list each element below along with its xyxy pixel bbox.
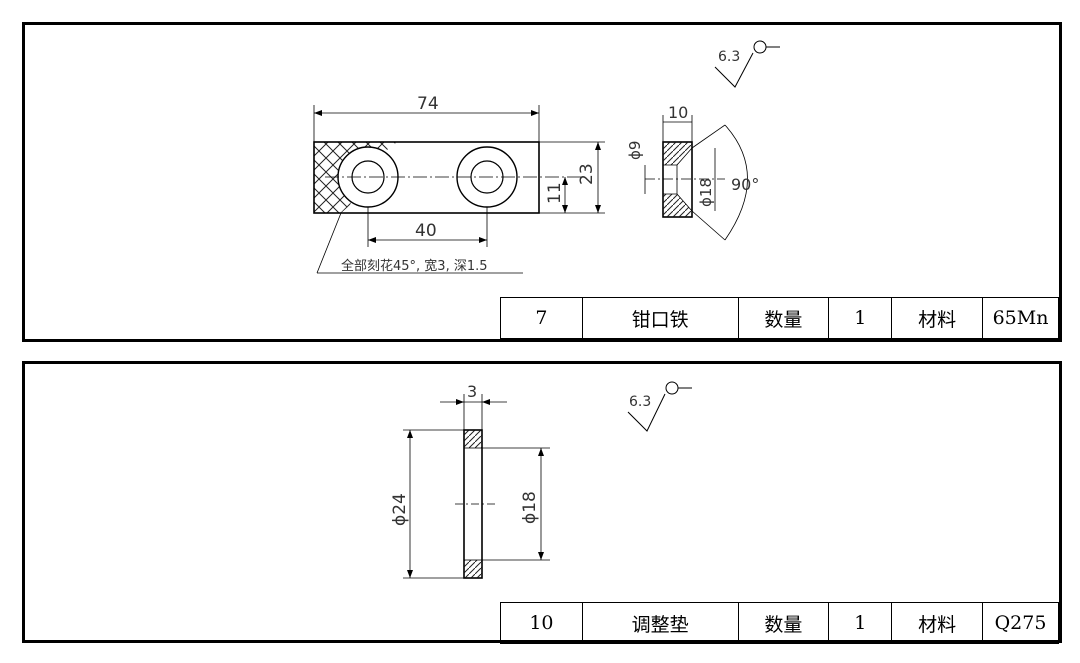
jaw-plate-front-view xyxy=(313,141,540,214)
part-name: 钳口铁 xyxy=(581,297,739,339)
part-number: 7 xyxy=(500,297,583,339)
section-hatch-bottom xyxy=(662,193,693,218)
part-number: 10 xyxy=(500,602,583,644)
roughness-symbol-shim xyxy=(627,381,692,432)
quantity-label: 数量 xyxy=(737,297,830,339)
note-leader xyxy=(316,212,342,274)
title-block-jaw-plate: 7 钳口铁 数量 1 材料 65Mn xyxy=(500,297,1059,339)
quantity-label: 数量 xyxy=(737,602,830,644)
dim-label-spacing: 40 xyxy=(415,221,437,241)
dim-label-length: 74 xyxy=(417,94,439,114)
material-label: 材料 xyxy=(891,297,984,339)
dim-label-outer-dia: ϕ24 xyxy=(390,493,410,526)
material-value: Q275 xyxy=(982,602,1059,644)
knurl-note: 全部刻花45°, 宽3, 深1.5 xyxy=(341,258,488,274)
dim-label-width: 10 xyxy=(668,103,688,122)
material-value: 65Mn xyxy=(982,297,1059,339)
dim-label-height: 23 xyxy=(577,163,597,185)
angle-arc xyxy=(724,124,748,241)
dim-label-counterbore: ϕ18 xyxy=(697,178,715,207)
quantity-value: 1 xyxy=(828,602,893,644)
dim-label-shim-thickness: 3 xyxy=(467,382,477,401)
jaw-plate-drawing: 74 40 23 11 全部刻花45°, 宽3, 深1.5 10 xyxy=(313,40,780,274)
drawing-panel-jaw-plate: 74 40 23 11 全部刻花45°, 宽3, 深1.5 10 xyxy=(22,22,1062,342)
title-block-shim: 10 调整垫 数量 1 材料 Q275 xyxy=(500,602,1059,644)
drawing-panel-shim: 3 ϕ24 ϕ18 6.3 10 调整垫 数量 1 材料 Q275 xyxy=(22,361,1062,644)
shim-drawing: 3 ϕ24 ϕ18 6.3 xyxy=(390,381,692,579)
quantity-value: 1 xyxy=(828,297,893,339)
roughness-value: 6.3 xyxy=(718,49,740,65)
shim-hatch-top xyxy=(463,429,483,449)
dim-label-inner-dia: ϕ18 xyxy=(520,491,540,524)
part-name: 调整垫 xyxy=(581,602,739,644)
section-hatch-top xyxy=(662,141,693,166)
roughness-value-shim: 6.3 xyxy=(629,394,651,410)
dim-label-bore: ϕ9 xyxy=(626,141,644,160)
dim-label-angle: 90° xyxy=(731,175,759,194)
material-label: 材料 xyxy=(891,602,984,644)
dim-label-thickness: 11 xyxy=(545,182,565,204)
roughness-symbol xyxy=(714,40,780,88)
shim-hatch-bottom xyxy=(463,559,483,579)
